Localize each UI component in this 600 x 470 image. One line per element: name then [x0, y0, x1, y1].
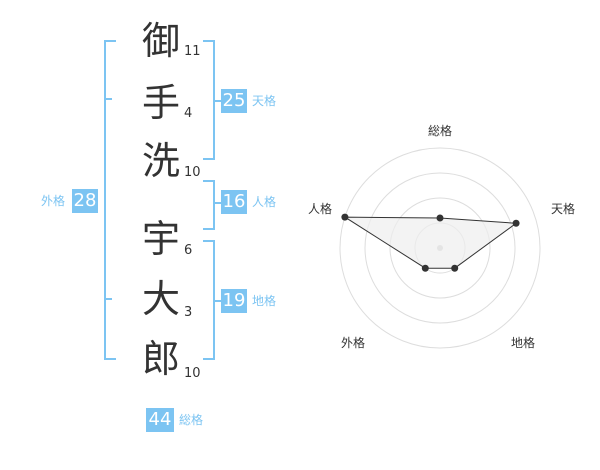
radar-axis-label-chikaku: 地格: [511, 336, 536, 350]
gaikaku-bracket-bottom: [104, 358, 116, 360]
chikaku-bracket-top: [203, 240, 215, 242]
tenkaku-value-badge: 25: [221, 89, 247, 113]
stroke-count-2: 4: [184, 106, 193, 121]
tenkaku-bracket-bottom: [203, 158, 215, 160]
soukaku-label: 総格: [179, 413, 204, 427]
tenkaku-bracket-connector: [213, 100, 221, 102]
gaikaku-bracket-vertical: [104, 40, 106, 360]
gaikaku-bracket-tick-upper: [104, 98, 112, 100]
stroke-count-5: 3: [184, 305, 193, 320]
stroke-count-4: 6: [184, 243, 193, 258]
stroke-count-6: 10: [184, 366, 201, 381]
name-char-6: 郎: [141, 337, 180, 381]
chikaku-bracket-bottom: [203, 358, 215, 360]
gaikaku-value-badge: 28: [72, 189, 98, 213]
radar-point-2: [512, 219, 520, 227]
chikaku-bracket-connector: [213, 300, 221, 302]
jinkaku-bracket-vertical: [213, 180, 215, 230]
chikaku-label: 地格: [252, 294, 277, 308]
tenkaku-label: 天格: [252, 94, 277, 108]
radar-point-3: [451, 264, 459, 272]
chikaku-value-badge: 19: [221, 289, 247, 313]
name-char-3: 洗: [141, 139, 180, 183]
jinkaku-bracket-bottom: [203, 228, 215, 230]
radar-axis-label-soukaku: 総格: [428, 124, 453, 138]
stroke-count-3: 10: [184, 165, 201, 180]
radar-ring: [339, 147, 541, 349]
tenkaku-bracket-top: [203, 40, 215, 42]
radar-axis-label-gaikaku: 外格: [341, 336, 366, 350]
radar-series-polygon: [343, 216, 518, 269]
radar-point-4: [421, 264, 429, 272]
gaikaku-bracket-tick-lower: [104, 298, 112, 300]
jinkaku-label: 人格: [252, 195, 277, 209]
soukaku-value-badge: 44: [146, 408, 174, 432]
name-char-5: 大: [141, 277, 180, 321]
name-char-4: 宇: [141, 217, 180, 261]
radar-axis-label-tenkaku: 天格: [551, 202, 576, 216]
name-char-2: 手: [141, 81, 180, 125]
jinkaku-bracket-connector: [213, 202, 221, 204]
radar-point-1: [436, 214, 444, 222]
jinkaku-value-badge: 16: [221, 190, 247, 214]
stroke-count-1: 11: [184, 44, 201, 59]
name-char-1: 御: [141, 19, 180, 63]
radar-ring: [364, 172, 516, 324]
gaikaku-bracket-top: [104, 40, 116, 42]
radar-ring: [389, 197, 491, 299]
jinkaku-bracket-top: [203, 180, 215, 182]
radar-point-5: [341, 213, 349, 221]
gaikaku-label: 外格: [41, 194, 66, 208]
radar-axis-label-jinkaku: 人格: [308, 202, 333, 216]
